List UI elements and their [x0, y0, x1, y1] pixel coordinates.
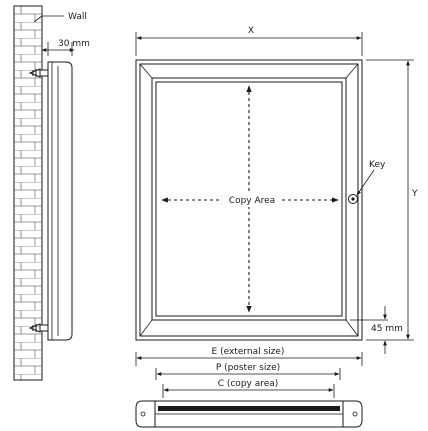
depth-label: 30 mm [58, 39, 90, 49]
copy-area-window [155, 81, 343, 317]
brick-wall [13, 5, 43, 381]
height-label: Y [411, 189, 418, 199]
border-label: 45 mm [371, 324, 403, 334]
frame-outer-edge [135, 59, 363, 341]
frame-inner-edge [151, 77, 347, 321]
external-size-label: E (external size) [212, 347, 285, 357]
wall-fixing-screw-bottom [28, 323, 49, 333]
poster-glazing-strip [158, 406, 340, 411]
side-view: Wall 30 mm [13, 5, 90, 381]
copy-size-label: C (copy area) [218, 379, 279, 389]
frame-profile [47, 61, 73, 341]
key-label: Key [369, 160, 386, 170]
copy-area-label: Copy Area [229, 196, 275, 206]
poster-size-label: P (poster size) [216, 363, 280, 373]
wall-fixing-screw-top [28, 68, 49, 78]
section-view: E (external size) P (poster size) C (cop… [135, 347, 363, 428]
wall-label: Wall [68, 12, 87, 22]
width-label: X [248, 26, 254, 36]
key-lock-icon [348, 194, 358, 204]
key-leader-line [356, 169, 375, 196]
frame-section-profile [135, 400, 363, 428]
front-view: X Copy Area Key Y 45 mm [135, 26, 418, 354]
